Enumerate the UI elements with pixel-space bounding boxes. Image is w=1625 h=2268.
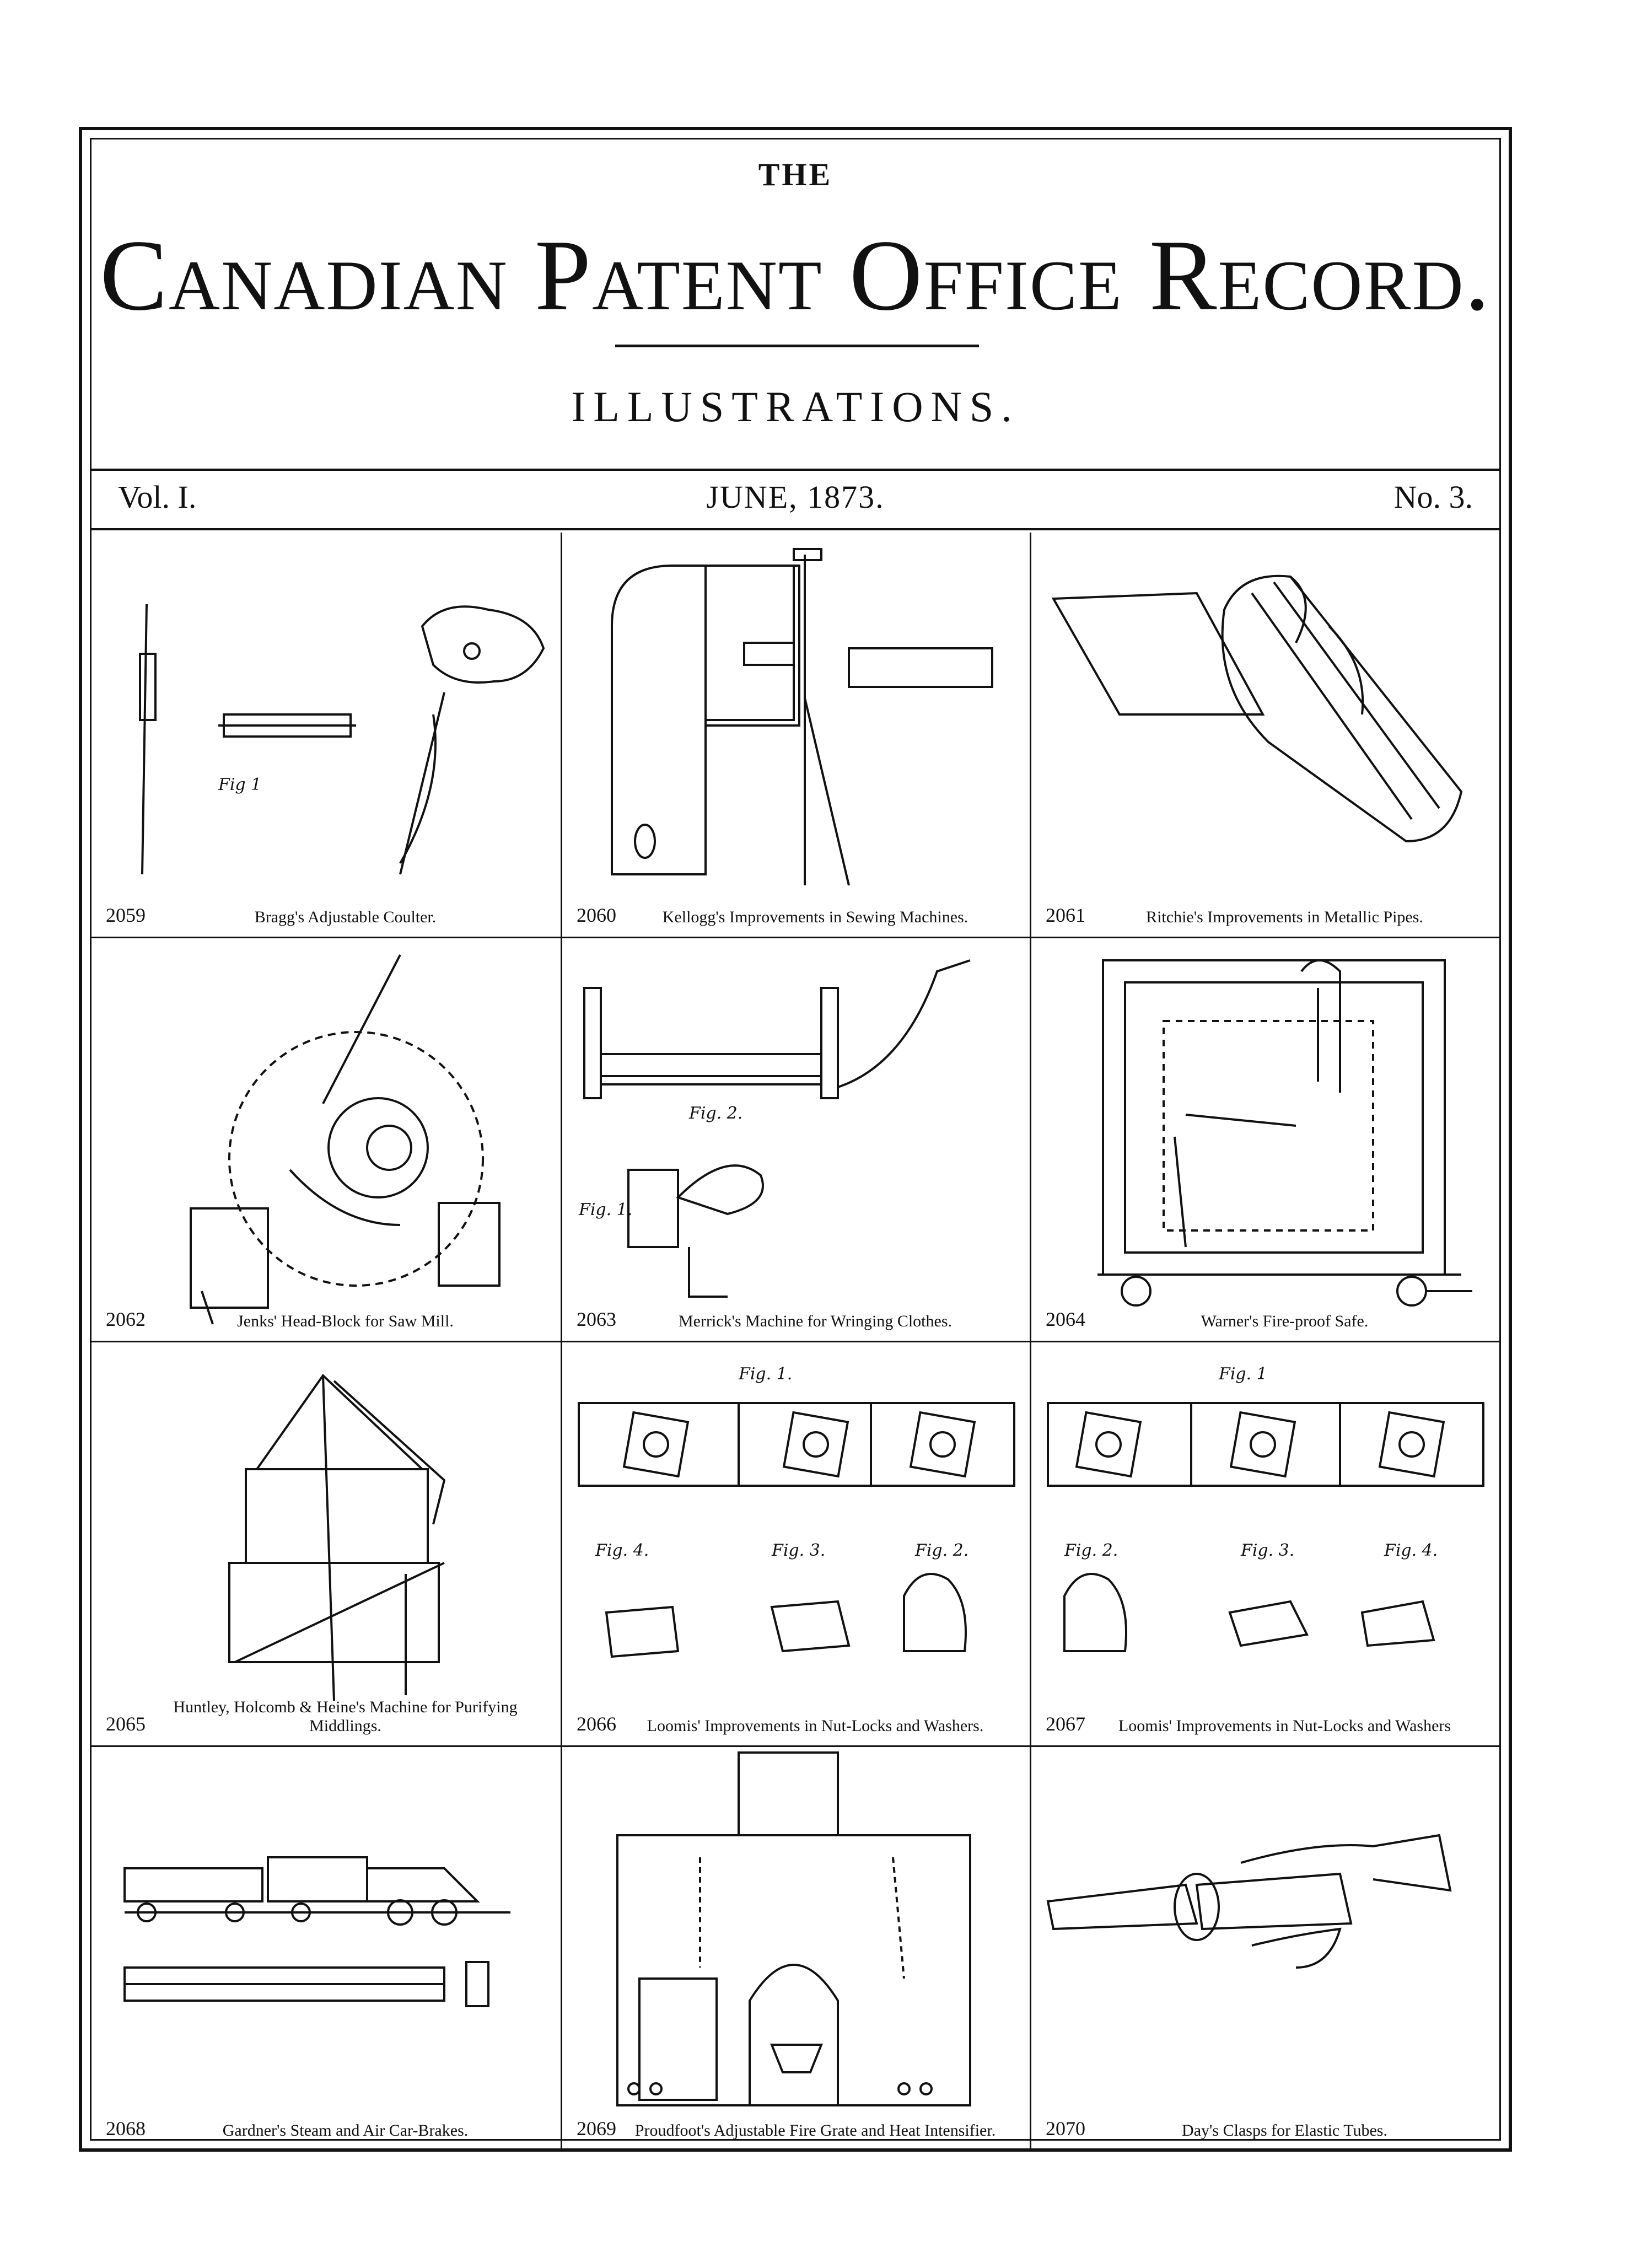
- caption-text: Day's Clasps for Elastic Tubes.: [1182, 2121, 1387, 2140]
- caption-2067: 2067 Loomis' Improvements in Nut-Locks a…: [1046, 1690, 1485, 1740]
- fig-label: Fig. 1: [1219, 1364, 1267, 1384]
- metallic-pipe-drawing: [1051, 574, 1463, 843]
- illustration-2059: Fig 1 2059 Bragg's Adjustable Coulter.: [92, 533, 561, 937]
- caption-text: Ritchie's Improvements in Metallic Pipes…: [1146, 908, 1423, 926]
- caption-text: Merrick's Machine for Wringing Clothes.: [678, 1312, 953, 1330]
- grid-divider-h2: [92, 1341, 1499, 1342]
- patent-number: 2067: [1046, 1713, 1085, 1735]
- patent-number: 2066: [577, 1713, 616, 1735]
- grid-divider-h3: [92, 1745, 1499, 1747]
- nut-lock-drawing-b: [1047, 1402, 1484, 1652]
- patent-number: 2070: [1046, 2117, 1085, 2140]
- elastic-tube-clasp-drawing: [1046, 1834, 1452, 1969]
- illustration-2069: 2069 Proudfoot's Adjustable Fire Grate a…: [562, 1747, 1030, 2150]
- masthead: THE Canadian Patent Office Record. ILLUS…: [92, 139, 1499, 469]
- illustration-2068: 2068 Gardner's Steam and Air Car-Brakes.: [92, 1747, 561, 2150]
- illustration-2062: 2062 Jenks' Head-Block for Saw Mill.: [92, 938, 561, 1341]
- nut-lock-drawing-a: [578, 1402, 1015, 1658]
- fig-label: Fig. 2.: [1064, 1541, 1118, 1560]
- patent-number: 2065: [106, 1713, 146, 1735]
- illustration-2063: Fig. 2. Fig. 1. 2063 Merrick's Machine f…: [562, 938, 1030, 1341]
- patent-number: 2060: [577, 904, 616, 926]
- issue-number: No. 3.: [1393, 479, 1473, 515]
- section-title: ILLUSTRATIONS.: [571, 383, 1020, 431]
- sewing-machine-drawing: [611, 548, 993, 886]
- masthead-the: THE: [758, 157, 833, 192]
- caption-text: Jenks' Head-Block for Saw Mill.: [237, 1312, 454, 1330]
- wringing-machine-drawing: [583, 959, 971, 1298]
- fig-label: Fig. 3.: [1241, 1541, 1295, 1560]
- issue-date: JUNE, 1873.: [706, 479, 885, 515]
- caption-2068: 2068 Gardner's Steam and Air Car-Brakes.: [106, 2095, 546, 2145]
- caption-2060: 2060 Kellogg's Improvements in Sewing Ma…: [577, 882, 1015, 931]
- patent-number: 2068: [106, 2117, 146, 2140]
- fig-label: Fig. 1.: [739, 1364, 793, 1384]
- caption-text: Huntley, Holcomb & Heine's Machine for P…: [173, 1698, 518, 1735]
- fig-label: Fig. 4.: [1384, 1541, 1438, 1560]
- caption-2062: 2062 Jenks' Head-Block for Saw Mill.: [106, 1286, 546, 1335]
- caption-2059: 2059 Bragg's Adjustable Coulter.: [106, 882, 546, 931]
- fig-label: Fig. 3.: [772, 1541, 826, 1560]
- caption-text: Gardner's Steam and Air Car-Brakes.: [222, 2121, 469, 2140]
- fig-label: Fig. 2.: [915, 1541, 969, 1560]
- illustration-2060: 2060 Kellogg's Improvements in Sewing Ma…: [562, 533, 1030, 937]
- middlings-purifier-drawing: [228, 1373, 446, 1701]
- caption-text: Bragg's Adjustable Coulter.: [254, 908, 437, 926]
- fig-label: Fig. 4.: [595, 1541, 649, 1560]
- fig-label: Fig. 1.: [579, 1200, 633, 1219]
- saw-mill-head-block-drawing: [190, 954, 501, 1325]
- fire-proof-safe-drawing: [1097, 959, 1472, 1307]
- grid-divider-h1: [92, 937, 1499, 938]
- dateline: Vol. I. JUNE, 1873. No. 3.: [92, 479, 1499, 525]
- patent-number: 2059: [106, 904, 146, 926]
- caption-2066: 2066 Loomis' Improvements in Nut-Locks a…: [577, 1690, 1015, 1740]
- caption-text: Loomis' Improvements in Nut-Locks and Wa…: [647, 1717, 984, 1735]
- patent-number: 2069: [577, 2117, 616, 2140]
- illustration-2067: Fig. 1 Fig. 2. Fig. 3. Fig. 4. 2067 Loom…: [1031, 1342, 1499, 1745]
- page-border-inner: [90, 138, 1501, 2141]
- publication-title: Canadian Patent Office Record.: [100, 219, 1491, 331]
- caption-2069: 2069 Proudfoot's Adjustable Fire Grate a…: [577, 2095, 1015, 2145]
- illustration-2070: 2070 Day's Clasps for Elastic Tubes.: [1031, 1747, 1499, 2150]
- illustration-2066: Fig. 1. Fig. 4. Fig. 3. Fig. 2. 2066 Loo…: [562, 1342, 1030, 1745]
- title-rule: [615, 345, 979, 347]
- fig-label: Fig 1: [218, 775, 262, 794]
- volume-label: Vol. I.: [118, 479, 197, 515]
- caption-2065: 2065 Huntley, Holcomb & Heine's Machine …: [106, 1690, 546, 1740]
- patent-number: 2061: [1046, 904, 1085, 926]
- caption-text: Kellogg's Improvements in Sewing Machine…: [662, 908, 968, 926]
- patent-number: 2063: [577, 1308, 616, 1330]
- dateline-rule-bottom: [92, 528, 1499, 530]
- caption-text: Proudfoot's Adjustable Fire Grate and He…: [634, 2121, 996, 2140]
- illustration-grid: Fig 1 2059 Bragg's Adjustable Coulter. 2…: [92, 533, 1499, 2150]
- patent-number: 2062: [106, 1308, 146, 1330]
- caption-text: Loomis' Improvements in Nut-Locks and Wa…: [1118, 1717, 1451, 1735]
- patent-number: 2064: [1046, 1308, 1085, 1330]
- illustration-2065: 2065 Huntley, Holcomb & Heine's Machine …: [92, 1342, 561, 1745]
- dateline-rule-top: [92, 469, 1499, 471]
- fig-label: Fig. 2.: [689, 1104, 743, 1123]
- caption-2061: 2061 Ritchie's Improvements in Metallic …: [1046, 882, 1485, 931]
- coulter-drawing: [139, 604, 545, 875]
- caption-2070: 2070 Day's Clasps for Elastic Tubes.: [1046, 2095, 1485, 2145]
- page-border-outer: [79, 127, 1512, 2152]
- caption-text: Warner's Fire-proof Safe.: [1201, 1312, 1369, 1330]
- illustration-2064: 2064 Warner's Fire-proof Safe.: [1031, 938, 1499, 1341]
- car-brakes-drawing: [123, 1856, 510, 2007]
- caption-2064: 2064 Warner's Fire-proof Safe.: [1046, 1286, 1485, 1335]
- caption-2063: 2063 Merrick's Machine for Wringing Clot…: [577, 1286, 1015, 1335]
- illustration-2061: 2061 Ritchie's Improvements in Metallic …: [1031, 533, 1499, 937]
- fire-grate-drawing: [616, 1751, 971, 2106]
